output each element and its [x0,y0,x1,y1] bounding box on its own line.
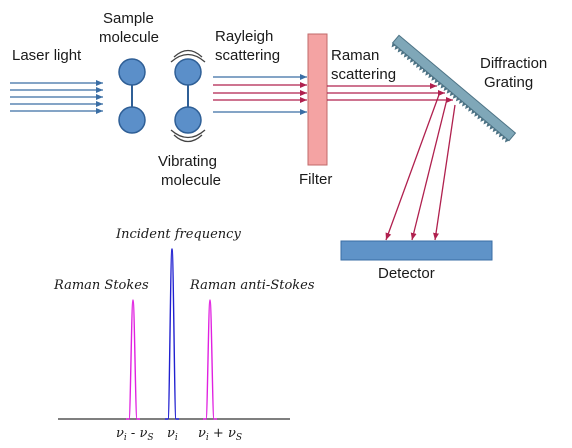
anti-stokes-peak [203,299,217,420]
diffracted-beams [385,91,456,241]
vibration-arc [173,49,203,58]
rayleigh-beams [213,74,307,115]
spectrum [58,248,290,420]
stokes-peak [126,299,140,420]
vibrating-molecule [170,49,206,143]
filter [307,33,328,166]
vibration-arc [173,134,203,143]
vibration-arc [170,53,206,63]
sample-atom-top [118,58,146,86]
vibrating-atom-bottom [174,106,202,134]
sample-atom-bottom [118,106,146,134]
diffracted-beam [385,91,441,241]
raman-beams-in [213,82,307,103]
diffraction-grating-label: Diffraction Grating [480,55,551,91]
vibration-arc [170,129,206,139]
raman-stokes-label: Raman Stokes [53,278,149,293]
diffraction-grating [391,34,517,143]
laser-light-label: Laser light [12,47,82,64]
incident-frequency-label: Incident frequency [115,227,241,242]
detector [340,240,493,261]
detector-label: Detector [378,265,435,282]
stokes-tick-label: νi - νS [116,426,154,443]
vibrating-molecule-label: Vibrating molecule [158,153,221,189]
raman-beams-out [327,83,453,103]
diffracted-beam [433,104,456,241]
anti-stokes-tick-label: νi + νS [198,426,242,443]
diffracted-beam [410,98,448,241]
filter-label: Filter [299,171,332,188]
sample-molecule [118,58,146,134]
sample-molecule-label: Sample molecule [99,10,159,46]
raman-anti-stokes-label: Raman anti-Stokes [189,278,315,293]
rayleigh-scattering-label: Rayleigh scattering [215,28,280,64]
incident-peak [165,248,179,420]
laser-beams [10,80,103,114]
incident-tick-label: νi [167,426,178,443]
vibrating-atom-top [174,58,202,86]
raman-scattering-label: Raman scattering [331,47,396,83]
